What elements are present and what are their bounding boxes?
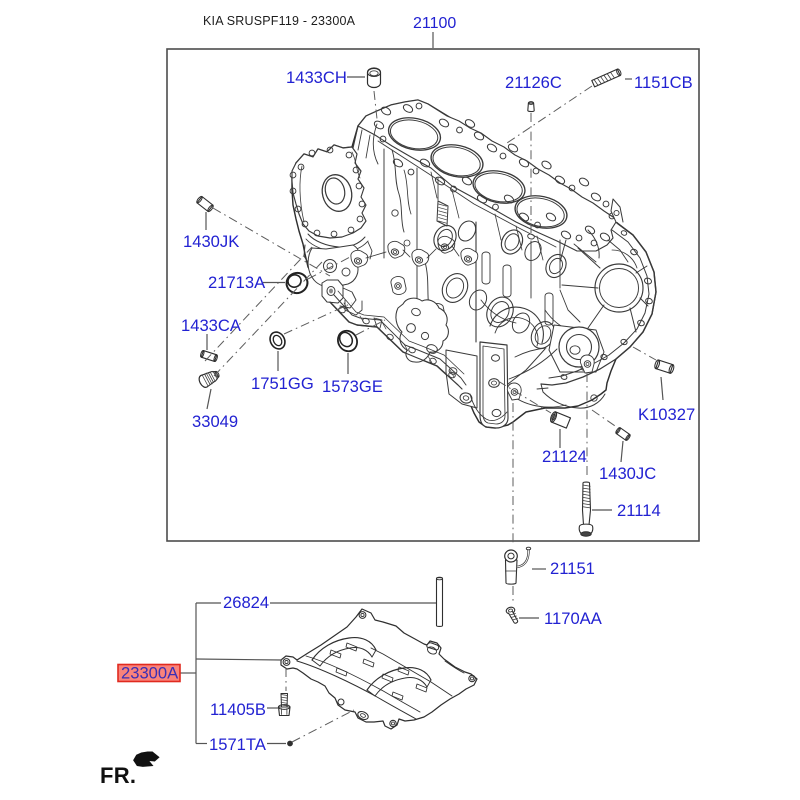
svg-text:21114: 21114 bbox=[617, 501, 661, 520]
svg-text:1433CH: 1433CH bbox=[286, 68, 347, 87]
svg-text:11405B: 11405B bbox=[210, 700, 266, 719]
svg-text:1573GE: 1573GE bbox=[322, 377, 383, 396]
svg-text:1751GG: 1751GG bbox=[251, 374, 314, 393]
svg-text:1430JK: 1430JK bbox=[183, 232, 239, 251]
svg-text:1571TA: 1571TA bbox=[209, 735, 267, 754]
svg-text:21126C: 21126C bbox=[505, 73, 562, 92]
svg-text:1170AA: 1170AA bbox=[544, 609, 603, 628]
svg-text:33049: 33049 bbox=[192, 412, 238, 431]
svg-text:21713A: 21713A bbox=[208, 273, 266, 292]
svg-text:KIA SRUSPF119 - 23300A: KIA SRUSPF119 - 23300A bbox=[203, 14, 356, 28]
svg-text:FR.: FR. bbox=[100, 763, 136, 788]
svg-text:1430JC: 1430JC bbox=[599, 464, 656, 483]
svg-text:21124: 21124 bbox=[542, 447, 587, 466]
svg-text:21100: 21100 bbox=[413, 15, 456, 32]
svg-text:23300A: 23300A bbox=[121, 664, 179, 683]
svg-text:26824: 26824 bbox=[223, 593, 269, 612]
svg-text:K10327: K10327 bbox=[638, 405, 695, 424]
svg-text:1151CB: 1151CB bbox=[634, 73, 693, 92]
svg-text:1433CA: 1433CA bbox=[181, 316, 242, 335]
svg-text:21151: 21151 bbox=[550, 559, 595, 578]
